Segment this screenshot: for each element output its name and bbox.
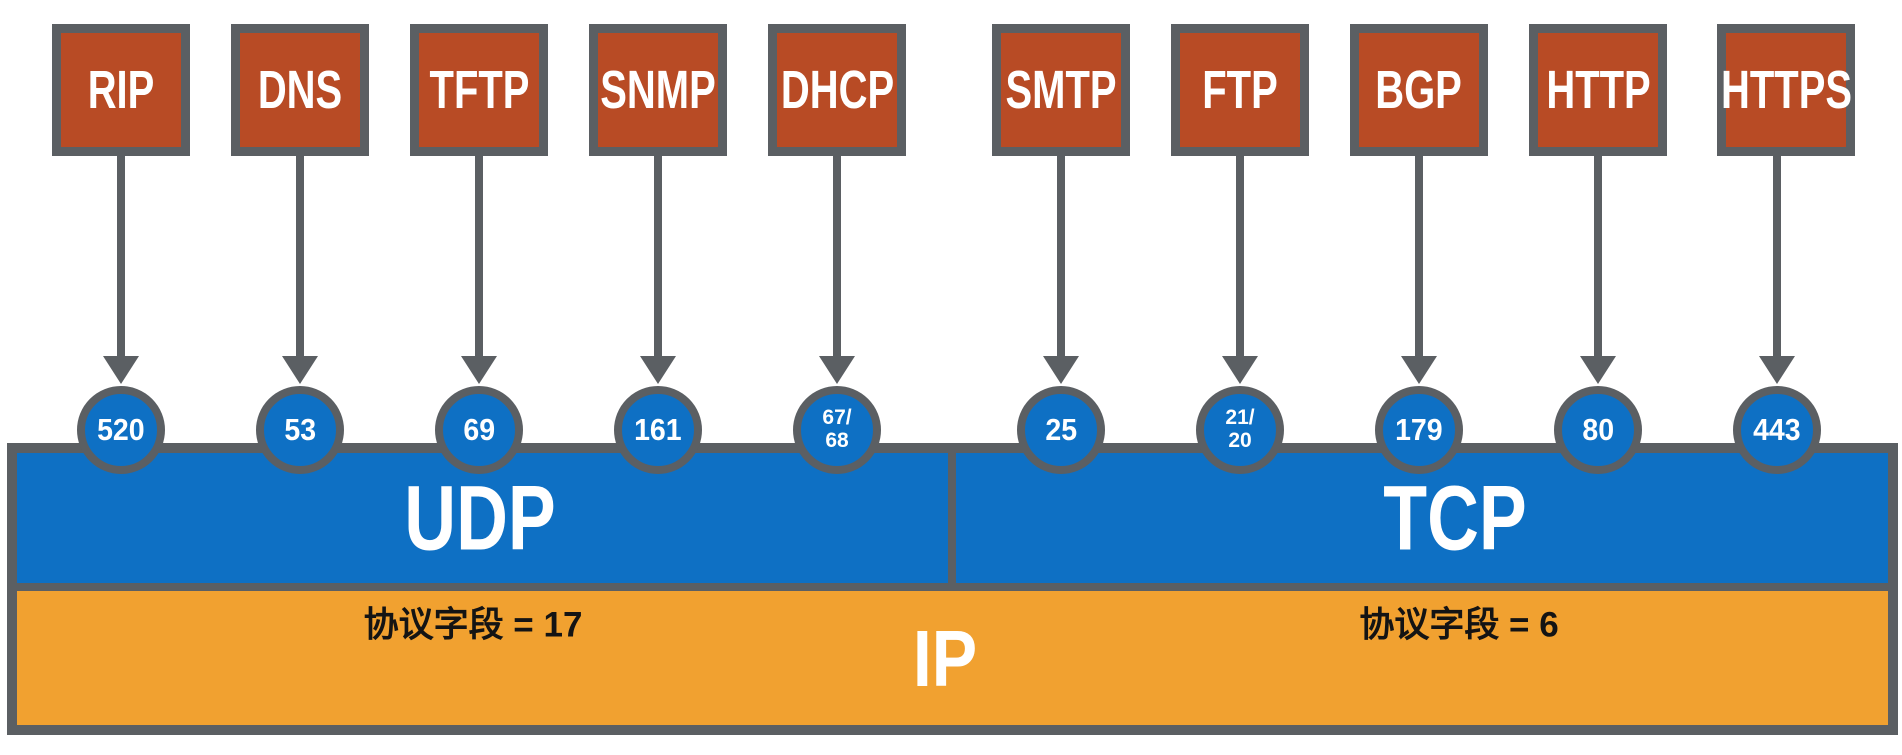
protocol-label: BGP xyxy=(1375,60,1463,120)
udp-segment xyxy=(17,453,948,583)
udp-label: UDP xyxy=(404,467,556,570)
protocol-label: SNMP xyxy=(600,60,716,120)
udp-tcp-divider xyxy=(948,453,956,583)
protocol-box-smtp: SMTP xyxy=(992,24,1130,156)
port-number: 21/20 xyxy=(1225,406,1255,452)
protocol-label: DHCP xyxy=(780,60,894,120)
port-number: 25 xyxy=(1045,412,1077,447)
port-circle-dns: 53 xyxy=(256,386,344,474)
protocol-box-rip: RIP xyxy=(52,24,190,156)
port-number: 67/68 xyxy=(822,406,852,452)
port-circle-bgp: 179 xyxy=(1375,386,1463,474)
tcp-segment xyxy=(956,453,1888,583)
protocol-label: RIP xyxy=(87,60,155,120)
protocol-box-http: HTTP xyxy=(1529,24,1667,156)
arrow-line xyxy=(475,156,483,358)
protocol-label: HTTP xyxy=(1545,60,1651,120)
arrow-down-icon xyxy=(103,356,139,384)
arrow-down-icon xyxy=(819,356,855,384)
protocol-label: SMTP xyxy=(1005,60,1117,120)
port-circle-dhcp: 67/68 xyxy=(793,386,881,474)
arrow-line xyxy=(1415,156,1423,358)
arrow-line xyxy=(1057,156,1065,358)
arrow-down-icon xyxy=(640,356,676,384)
protocol-box-bgp: BGP xyxy=(1350,24,1488,156)
protocol-box-tftp: TFTP xyxy=(410,24,548,156)
port-circle-smtp: 25 xyxy=(1017,386,1105,474)
protocol-label: TFTP xyxy=(429,60,529,120)
protocol-label: FTP xyxy=(1202,60,1278,120)
protocol-box-snmp: SNMP xyxy=(589,24,727,156)
port-number: 443 xyxy=(1753,412,1801,447)
arrow-line xyxy=(296,156,304,358)
arrow-line xyxy=(1773,156,1781,358)
protocol-box-ftp: FTP xyxy=(1171,24,1309,156)
arrow-line xyxy=(833,156,841,358)
transport-layer-row: UDP TCP xyxy=(17,453,1888,583)
arrow-line xyxy=(117,156,125,358)
arrow-line xyxy=(654,156,662,358)
port-number: 179 xyxy=(1395,412,1443,447)
port-circle-ftp: 21/20 xyxy=(1196,386,1284,474)
protocol-label: HTTPS xyxy=(1720,60,1852,120)
tcp-protocol-field-label: 协议字段 = 6 xyxy=(1359,605,1559,645)
arrow-down-icon xyxy=(1759,356,1795,384)
protocol-box-dhcp: DHCP xyxy=(768,24,906,156)
arrow-down-icon xyxy=(1401,356,1437,384)
arrow-down-icon xyxy=(1043,356,1079,384)
port-circle-rip: 520 xyxy=(77,386,165,474)
udp-protocol-field-label: 协议字段 = 17 xyxy=(363,605,583,645)
port-number: 80 xyxy=(1582,412,1614,447)
protocol-box-dns: DNS xyxy=(231,24,369,156)
arrow-down-icon xyxy=(282,356,318,384)
protocol-box-https: HTTPS xyxy=(1717,24,1855,156)
arrow-down-icon xyxy=(1580,356,1616,384)
protocol-label: DNS xyxy=(257,60,343,120)
arrow-line xyxy=(1236,156,1244,358)
port-circle-tftp: 69 xyxy=(435,386,523,474)
port-circle-https: 443 xyxy=(1733,386,1821,474)
port-circle-http: 80 xyxy=(1554,386,1642,474)
port-number: 520 xyxy=(97,412,145,447)
transport-ip-divider xyxy=(17,583,1888,591)
ip-label: IP xyxy=(912,614,978,703)
arrow-down-icon xyxy=(461,356,497,384)
port-number: 53 xyxy=(284,412,316,447)
port-number: 161 xyxy=(634,412,682,447)
tcp-label: TCP xyxy=(1383,467,1527,570)
layer-stack: UDP TCP 协议字段 = 17 协议字段 = 6 IP xyxy=(7,443,1898,735)
port-number: 69 xyxy=(463,412,495,447)
ip-layer-row: 协议字段 = 17 协议字段 = 6 IP xyxy=(17,591,1888,725)
port-circle-snmp: 161 xyxy=(614,386,702,474)
arrow-down-icon xyxy=(1222,356,1258,384)
arrow-line xyxy=(1594,156,1602,358)
